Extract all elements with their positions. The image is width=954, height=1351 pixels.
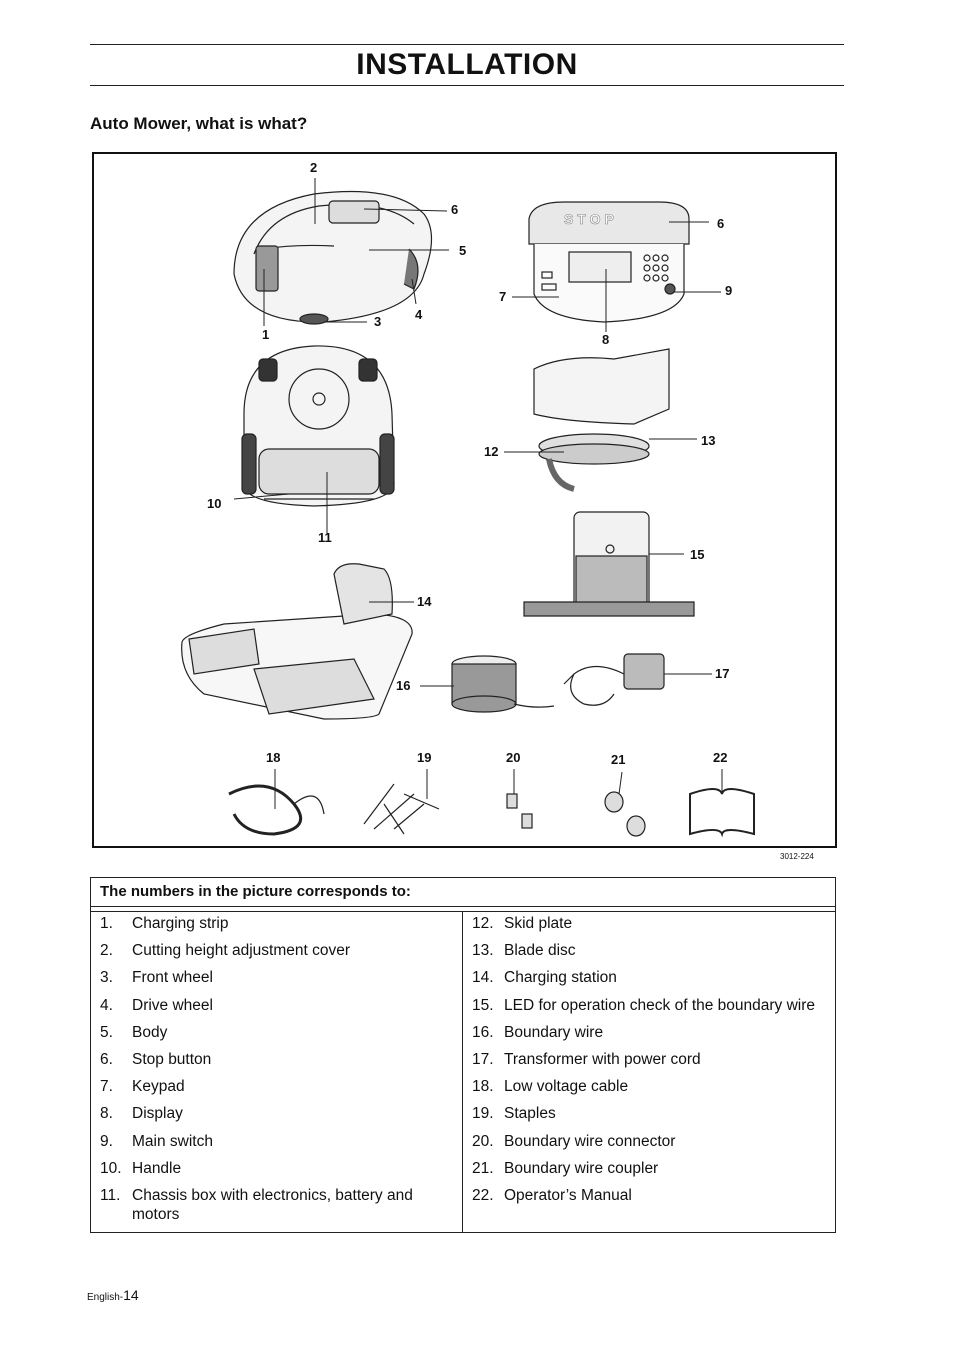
callout-20: 20	[506, 750, 521, 765]
parts-illustration: S T O P	[92, 152, 837, 848]
legend-column-right: 12.Skid plate 13.Blade disc 14.Charging …	[463, 912, 835, 1232]
callout-6-mower: 6	[451, 202, 459, 217]
legend-item: 18.Low voltage cable	[472, 1078, 629, 1096]
callout-16: 16	[396, 678, 411, 693]
page-number: 14	[123, 1287, 139, 1303]
callout-8: 8	[602, 332, 610, 347]
legend-item: 1.Charging strip	[100, 915, 229, 932]
callout-22: 22	[713, 750, 728, 765]
callout-17: 17	[715, 666, 730, 681]
control-panel-drawing: S T O P	[528, 201, 690, 323]
callout-10: 10	[207, 496, 222, 511]
legend-item: 11.Chassis box with electronics, battery…	[100, 1186, 413, 1223]
legend-title: The numbers in the picture corresponds t…	[91, 878, 835, 907]
callout-15: 15	[690, 547, 705, 562]
accessories-drawing	[228, 783, 755, 838]
parts-drawing: S T O P	[181, 178, 755, 838]
legend-item: 7.Keypad	[100, 1078, 185, 1096]
legend-item: 2.Cutting height adjustment cover	[100, 942, 350, 960]
legend-item: 3.Front wheel	[100, 969, 213, 987]
callout-9: 9	[725, 283, 733, 298]
station-closeup-drawing	[523, 511, 695, 617]
legend-item: 21.Boundary wire coupler	[472, 1159, 659, 1177]
callout-14: 14	[417, 594, 432, 609]
figure-code: 3012-224	[780, 852, 814, 861]
legend-item: 4.Drive wheel	[100, 996, 213, 1014]
legend-item: 6.Stop button	[100, 1050, 212, 1068]
legend-item: 13.Blade disc	[472, 942, 576, 960]
callout-13: 13	[701, 433, 716, 448]
wire-spool-drawing	[451, 655, 555, 713]
legend-item: 5.Body	[100, 1023, 168, 1041]
transformer-drawing	[563, 653, 665, 706]
parts-legend-table: The numbers in the picture corresponds t…	[90, 877, 836, 1233]
callout-12: 12	[484, 444, 499, 459]
callout-2: 2	[310, 160, 318, 175]
page-footer: English-14	[87, 1287, 139, 1303]
callout-18: 18	[266, 750, 281, 765]
callout-7: 7	[499, 289, 507, 304]
header-bottom-rule	[90, 85, 844, 86]
legend-column-left: 1.Charging strip 2.Cutting height adjust…	[91, 912, 463, 1232]
footer-language: English-	[87, 1292, 124, 1303]
leader-lines	[233, 178, 723, 809]
legend-item: 10.Handle	[100, 1159, 182, 1177]
callout-19: 19	[417, 750, 432, 765]
header-top-rule	[90, 44, 844, 45]
callout-21: 21	[611, 752, 626, 767]
page-title: INSTALLATION	[356, 48, 578, 81]
blade-disc-drawing	[533, 348, 670, 492]
section-heading: Auto Mower, what is what?	[90, 114, 308, 133]
callout-3: 3	[374, 314, 382, 329]
mower-underside-drawing	[241, 345, 395, 507]
legend-item: 16.Boundary wire	[472, 1023, 604, 1041]
legend-item: 14.Charging station	[472, 969, 617, 987]
legend-item: 20.Boundary wire connector	[472, 1132, 676, 1150]
mower-top-drawing	[233, 190, 433, 325]
legend-item: 15.LED for operation check of the bounda…	[472, 996, 816, 1014]
legend-item: 17.Transformer with power cord	[472, 1050, 701, 1068]
callout-6-panel: 6	[717, 216, 725, 231]
legend-item: 22.Operator’s Manual	[472, 1186, 632, 1204]
legend-item: 12.Skid plate	[472, 915, 573, 932]
legend-item: 19.Staples	[472, 1105, 556, 1123]
stop-label: S T O P	[564, 211, 614, 227]
callout-1: 1	[262, 327, 270, 342]
legend-item: 9.Main switch	[100, 1132, 213, 1150]
charging-station-drawing	[181, 563, 413, 720]
legend-item: 8.Display	[100, 1105, 183, 1123]
callout-5: 5	[459, 243, 467, 258]
callout-4: 4	[415, 307, 423, 322]
callout-11: 11	[318, 530, 332, 545]
